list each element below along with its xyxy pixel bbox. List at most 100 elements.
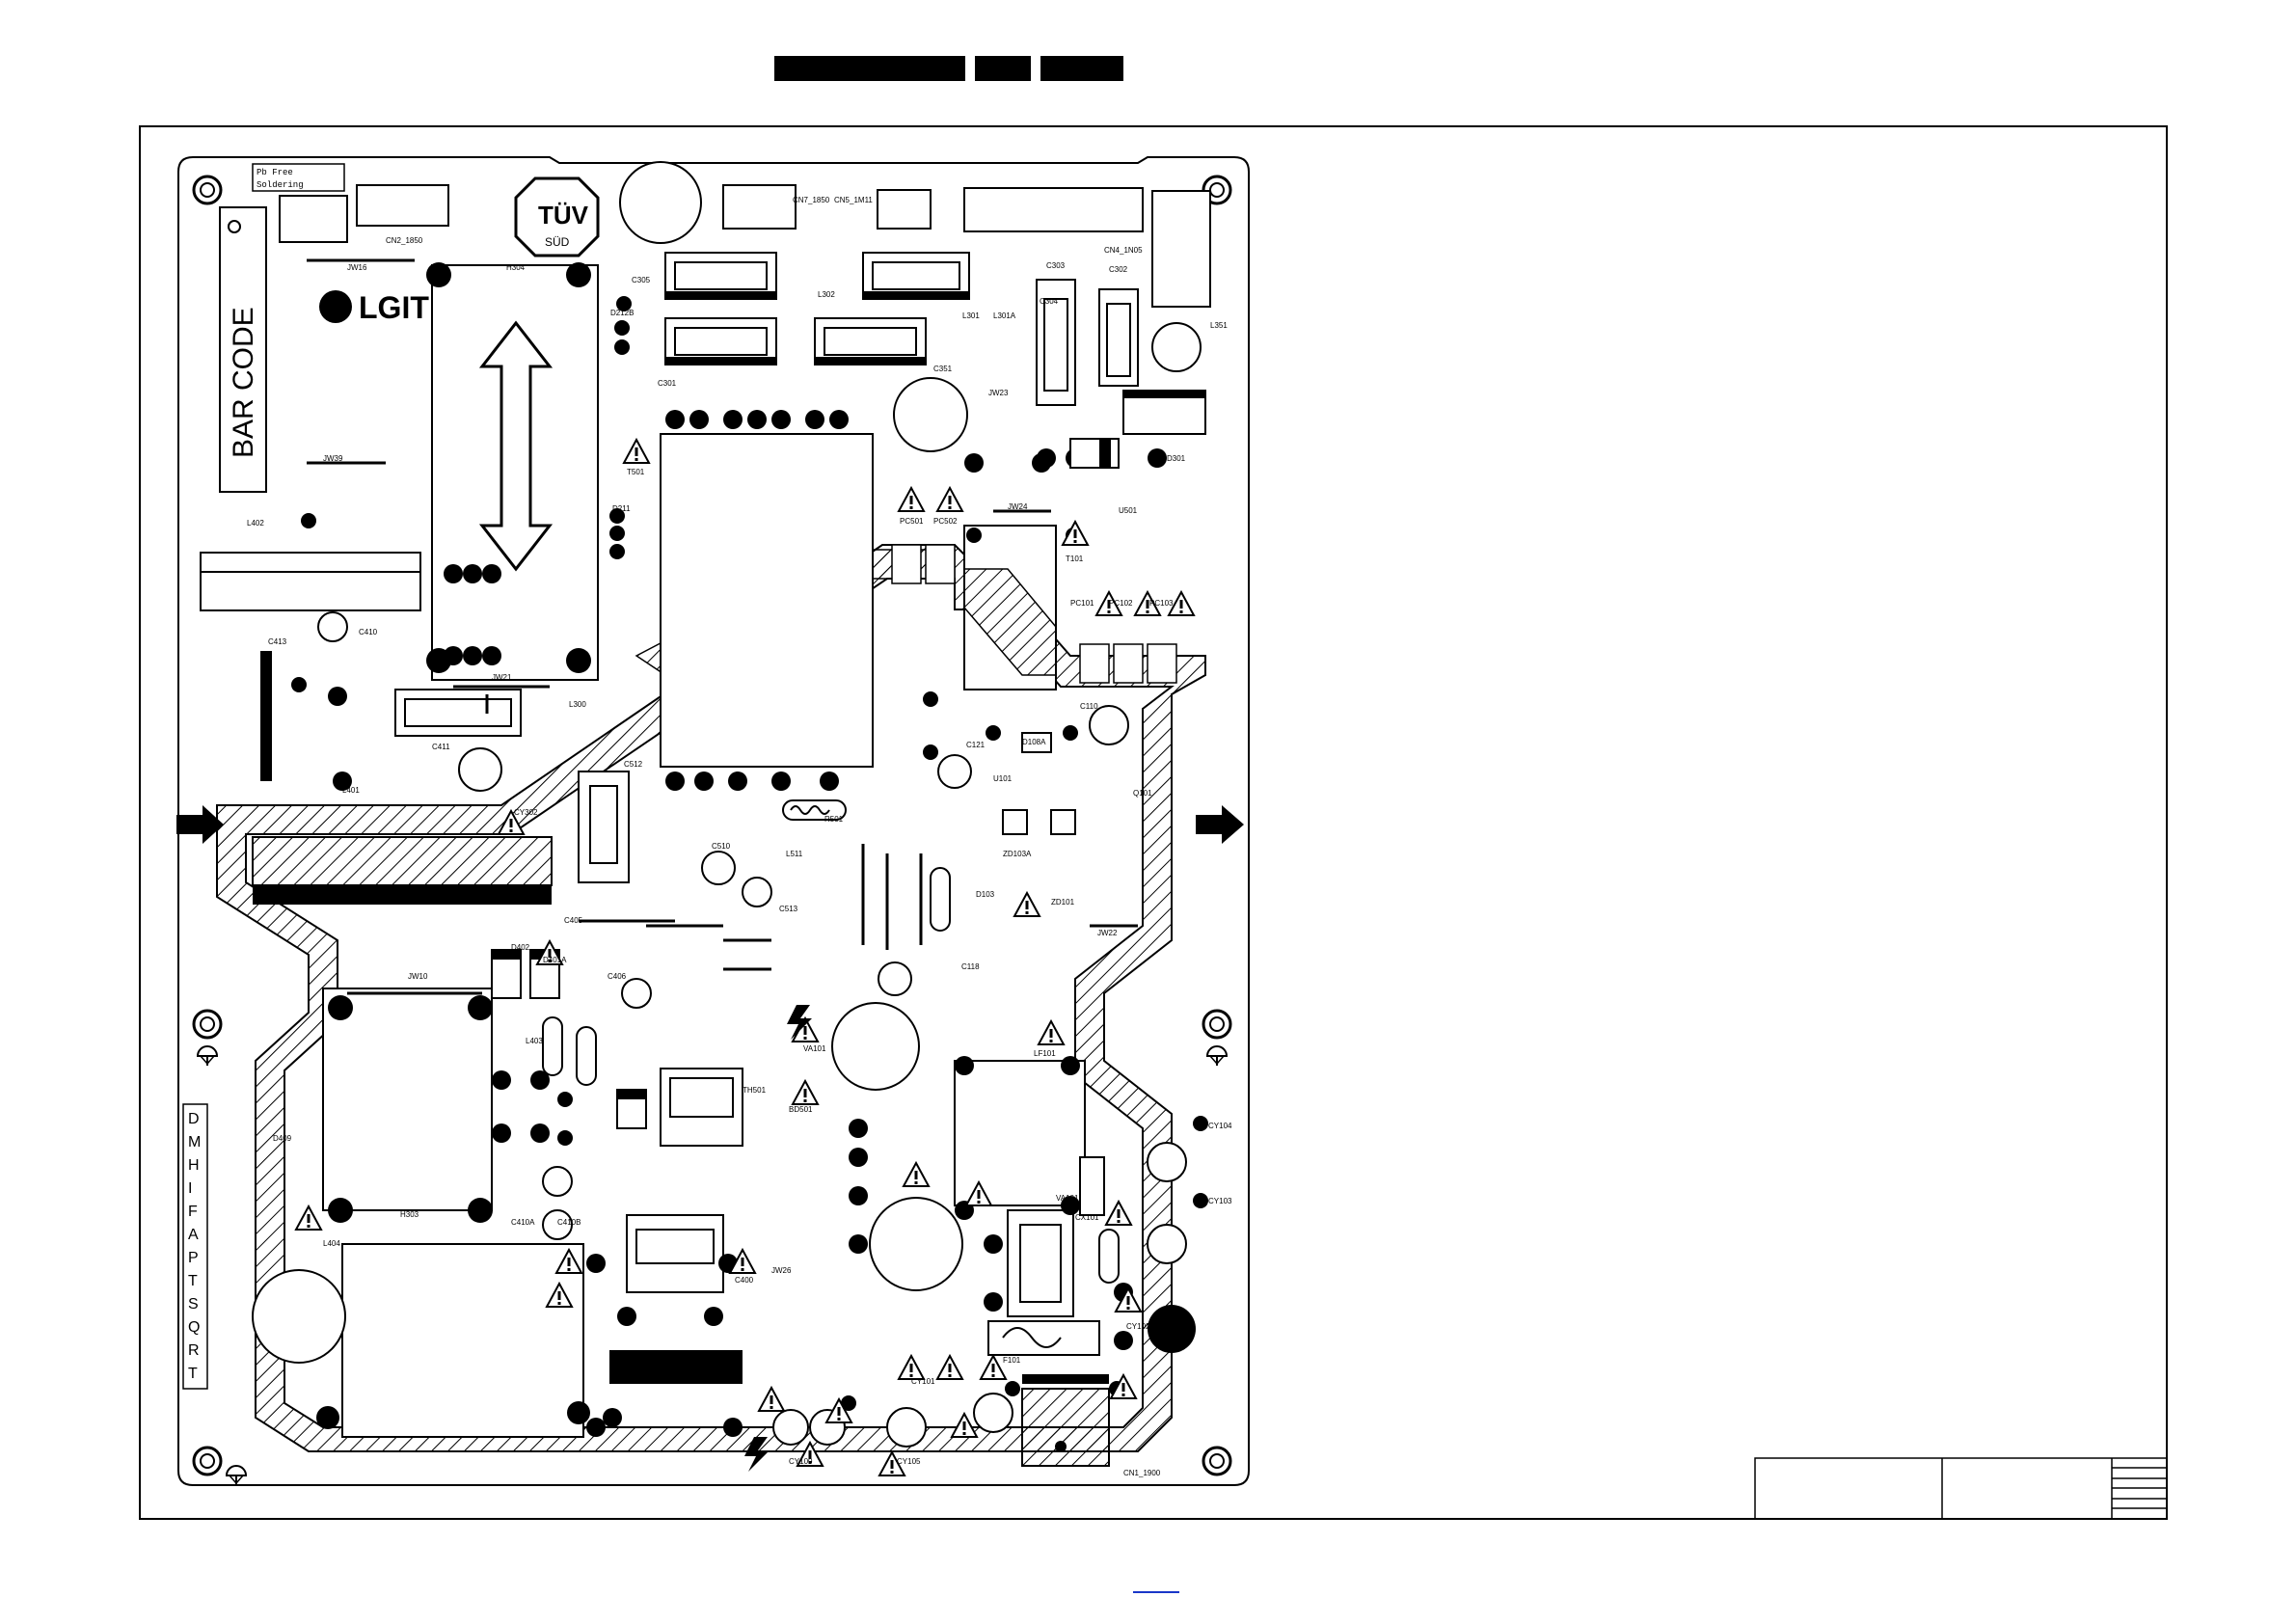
side-code-letter: R <box>188 1342 200 1359</box>
drawing-frame <box>139 125 2168 1520</box>
component-label-d301: D301 <box>1167 454 1186 463</box>
component-label-c410: C410 <box>359 628 378 636</box>
component-label-c304: C304 <box>1040 297 1059 306</box>
side-code-letter: D <box>188 1111 200 1127</box>
component-label-c410a: C410A <box>511 1218 535 1227</box>
side-code-letter: A <box>188 1227 199 1243</box>
side-code-letter: T <box>188 1366 198 1382</box>
component-label-l301: L301 <box>962 311 980 320</box>
component-label-l402: L402 <box>247 519 264 528</box>
component-label-r501: R501 <box>824 815 844 824</box>
component-label-cn2: CN2_1850 <box>386 236 423 245</box>
component-label-u501: U501 <box>1119 506 1138 515</box>
component-label-d108a: D108A <box>1022 738 1046 746</box>
high-voltage-icon <box>787 1005 812 1040</box>
component-label-lf101: LF101 <box>1034 1049 1056 1058</box>
tuv-badge-icon <box>514 176 600 257</box>
pb-free-tag <box>252 163 345 192</box>
component-label-l351: L351 <box>1210 321 1228 330</box>
component-label-l401: L401 <box>342 786 360 795</box>
component-label-u101: U101 <box>993 774 1013 783</box>
component-label-cx101: CX101 <box>1075 1213 1099 1222</box>
pb-free-text: Pb Free <box>257 168 293 177</box>
component-label-pc101: PC101 <box>1070 599 1094 608</box>
barcode-label: BAR CODE <box>228 307 259 458</box>
side-code-letter: I <box>188 1180 192 1197</box>
component-label-d402: D402 <box>511 943 530 952</box>
side-code-letter: H <box>188 1157 200 1174</box>
component-label-c351: C351 <box>933 365 953 373</box>
side-code-strip <box>182 1103 208 1390</box>
component-label-zd103a: ZD103A <box>1003 850 1032 858</box>
component-label-l300: L300 <box>569 700 586 709</box>
component-label-va101b: VA101 <box>1056 1194 1079 1203</box>
side-code-letter: T <box>188 1273 198 1289</box>
component-label-c302: C302 <box>1109 265 1128 274</box>
lower-heatsink <box>341 1243 584 1438</box>
component-label-jw39: JW39 <box>323 454 343 463</box>
mount-hole-icon <box>192 175 223 205</box>
heatsink-outline <box>431 264 599 681</box>
electrolytic-caps <box>252 322 1202 1448</box>
component-label-c513: C513 <box>779 905 798 913</box>
component-label-c121: C121 <box>966 741 986 749</box>
component-label-d401a: D401A <box>543 956 567 964</box>
redacted-header-block <box>1040 56 1123 81</box>
component-label-pc501: PC501 <box>900 517 924 526</box>
component-label-c406: C406 <box>608 972 627 981</box>
film-capacitors <box>200 252 1206 1356</box>
component-label-c510: C510 <box>712 842 731 851</box>
component-label-cy105: CY105 <box>897 1457 921 1466</box>
mount-hole-icon <box>192 1009 223 1040</box>
jumper-wires <box>307 258 1138 995</box>
bottom-hatch <box>252 836 553 886</box>
component-label-c400: C400 <box>735 1276 754 1285</box>
component-label-l403: L403 <box>526 1037 543 1045</box>
lower-left-block <box>322 988 493 1211</box>
component-label-jw10: JW10 <box>408 972 428 981</box>
component-label-c410b: C410B <box>557 1218 581 1227</box>
capacitor-c-top <box>619 161 702 244</box>
component-label-l301a: L301A <box>993 311 1016 320</box>
component-label-l511: L511 <box>786 850 803 858</box>
component-label-l302: L302 <box>818 290 835 299</box>
side-code-letter: F <box>188 1204 198 1220</box>
component-label-jw24: JW24 <box>1008 502 1028 511</box>
pb-free-text: Soldering <box>257 180 304 190</box>
component-label-c303: C303 <box>1046 261 1066 270</box>
component-label-t101: T101 <box>1066 555 1084 563</box>
component-label-q101: Q101 <box>1133 789 1152 798</box>
lg-logo-icon <box>319 290 352 323</box>
mount-hole-icon <box>192 1446 223 1476</box>
component-label-jw23: JW23 <box>988 389 1009 397</box>
component-label-cn5: CN5_1M11 <box>834 196 873 204</box>
component-label-cy104: CY104 <box>1208 1122 1232 1130</box>
component-label-c118: C118 <box>961 962 980 971</box>
component-label-h304: H304 <box>506 263 526 272</box>
optocouplers <box>891 544 1177 684</box>
component-label-th501: TH501 <box>743 1086 767 1095</box>
main-transformer <box>660 433 874 768</box>
connector-housings <box>279 184 1211 308</box>
component-label-jw22: JW22 <box>1097 929 1118 937</box>
component-label-f101: F101 <box>1003 1356 1021 1365</box>
side-code-letter: S <box>188 1296 199 1313</box>
component-label-pc502: PC502 <box>933 517 958 526</box>
barcode-box <box>219 206 267 493</box>
component-label-t501: T501 <box>627 468 645 476</box>
component-label-jw21: JW21 <box>492 673 512 682</box>
tuv-sub: SÜD <box>545 235 570 249</box>
component-label-c411: C411 <box>432 743 450 751</box>
side-code-letter: P <box>188 1250 199 1266</box>
redacted-header-block <box>774 56 965 81</box>
page-link-underline[interactable] <box>1133 1591 1179 1593</box>
component-label-c512: C512 <box>624 760 643 769</box>
tuv-mark: TÜV <box>538 201 589 230</box>
component-label-cy103: CY103 <box>1208 1197 1232 1205</box>
component-label-h303: H303 <box>400 1210 419 1219</box>
component-label-c413: C413 <box>268 637 287 646</box>
component-label-cy102: CY102 <box>1126 1322 1150 1331</box>
